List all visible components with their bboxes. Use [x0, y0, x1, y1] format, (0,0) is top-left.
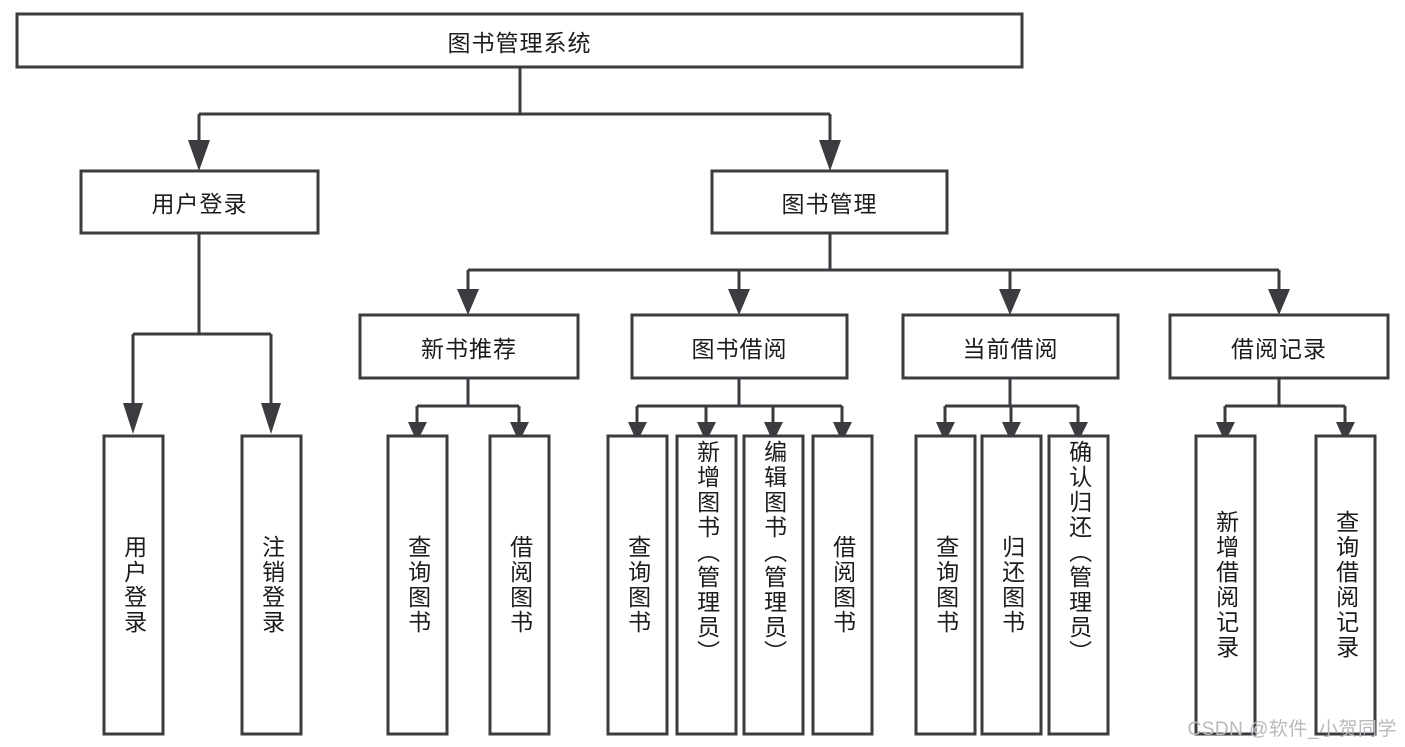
arrow-icon-to-leaf-logout	[261, 403, 281, 434]
leaf-borrow-book[interactable]	[811, 434, 874, 736]
leaf-query-book-borrow[interactable]	[606, 434, 669, 736]
node-user-login[interactable]	[79, 169, 320, 235]
leaf-return-book[interactable]	[980, 434, 1043, 736]
arrow-icon-to-borrow-record	[1268, 289, 1290, 315]
leaf-query-borrow-record[interactable]	[1314, 434, 1377, 736]
arrow-icon-currentborrow-leaf-2	[1002, 422, 1021, 442]
arrow-icon-borrowrecord-leaf-2	[1336, 422, 1355, 442]
arrow-icon-to-book-borrow	[728, 289, 750, 315]
arrowhead-group	[123, 140, 1355, 442]
arrow-icon-newbook-leaf-2	[510, 422, 529, 442]
arrow-icon-to-book-manage	[819, 140, 841, 171]
arrow-icon-to-current-borrow	[999, 289, 1021, 315]
arrow-icon-to-user-login	[188, 140, 210, 171]
arrow-icon-to-leaf-user-login	[123, 403, 143, 434]
arrow-icon-borrowrecord-leaf-1	[1216, 422, 1235, 442]
leaf-add-book-admin[interactable]	[675, 434, 738, 736]
leaf-edit-book-admin[interactable]	[742, 434, 805, 736]
node-book-borrow[interactable]	[630, 313, 849, 380]
node-box-group	[15, 12, 1390, 736]
node-borrow-record[interactable]	[1168, 313, 1390, 380]
arrow-icon-to-new-book	[457, 289, 479, 315]
node-root-system[interactable]	[15, 12, 1024, 69]
arrow-icon-currentborrow-leaf-1	[936, 422, 955, 442]
arrow-icon-bookborrow-leaf-2	[697, 422, 716, 442]
leaf-add-borrow-record[interactable]	[1194, 434, 1257, 736]
node-new-book-recommend[interactable]	[358, 313, 580, 380]
leaf-borrow-book-newbook[interactable]	[488, 434, 551, 736]
arrow-icon-currentborrow-leaf-3	[1069, 422, 1088, 442]
leaf-query-book-current[interactable]	[914, 434, 977, 736]
arrow-icon-bookborrow-leaf-1	[628, 422, 647, 442]
node-current-borrow[interactable]	[901, 313, 1120, 380]
arrow-icon-bookborrow-leaf-4	[833, 422, 852, 442]
node-book-management[interactable]	[710, 169, 949, 235]
arrow-icon-newbook-leaf-1	[408, 422, 427, 442]
leaf-logout[interactable]	[240, 434, 303, 736]
leaf-query-book-newbook[interactable]	[386, 434, 449, 736]
leaf-confirm-return-admin[interactable]	[1047, 434, 1110, 736]
arrow-icon-bookborrow-leaf-3	[764, 422, 783, 442]
connector-group	[131, 67, 1347, 422]
leaf-user-login[interactable]	[102, 434, 165, 736]
